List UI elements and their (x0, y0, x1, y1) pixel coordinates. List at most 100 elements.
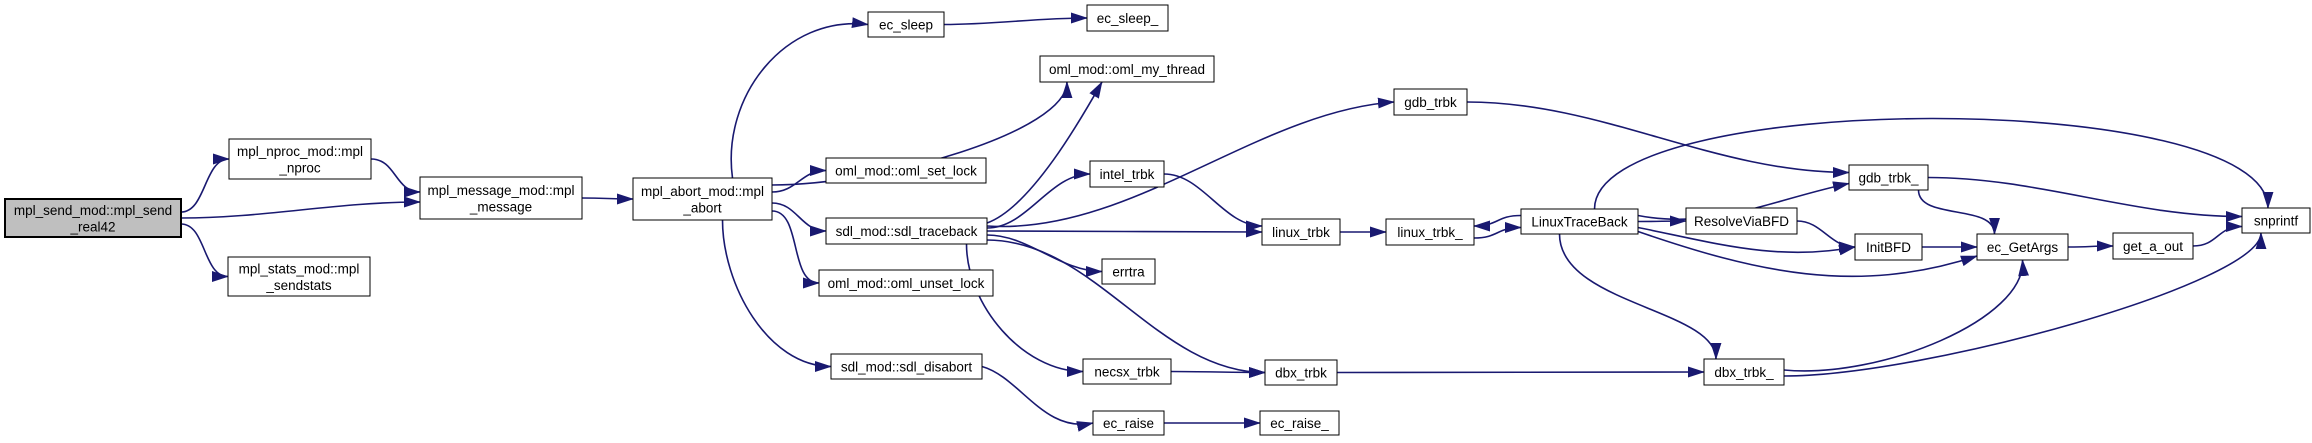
edge-ec_GetArgs-to-get_a_out (2067, 240, 2114, 252)
node-label-oml_my_thread-0: oml_mod::oml_my_thread (1049, 62, 1205, 77)
edge-mpl_abort-to-sdl_disabort (721, 219, 832, 372)
edge-mpl_abort-to-sdl_traceback (771, 202, 827, 237)
node-box-InitBFD[interactable] (1854, 233, 1923, 261)
node-label-dbx_trbk_-0: dbx_trbk_ (1714, 365, 1774, 380)
node-mpl_sendstats[interactable]: mpl_stats_mod::mpl_sendstats (227, 256, 371, 297)
node-oml_set_lock[interactable]: oml_mod::oml_set_lock (825, 157, 987, 184)
node-box-ec_sleep_[interactable] (1086, 4, 1169, 32)
edge-linux_trbk_-to-LinuxTraceBack (1473, 222, 1522, 239)
node-box-ec_raise[interactable] (1092, 410, 1165, 436)
node-box-mpl_nproc[interactable] (228, 138, 372, 180)
node-get_a_out[interactable]: get_a_out (2112, 232, 2194, 260)
node-box-dbx_trbk[interactable] (1264, 359, 1338, 386)
node-box-mpl_abort[interactable] (632, 177, 773, 221)
edge-sdl_traceback-to-gdb_trbk (986, 97, 1395, 228)
edge-sdl_traceback-to-intel_trbk (986, 168, 1091, 229)
node-label-sdl_traceback-0: sdl_mod::sdl_traceback (836, 224, 978, 239)
edge-LinuxTraceBack-to-InitBFD (1637, 226, 1856, 256)
node-label-LinuxTraceBack-0: LinuxTraceBack (1531, 214, 1628, 229)
node-mpl_abort[interactable]: mpl_abort_mod::mpl_abort (632, 177, 773, 221)
edge-sdl_traceback-to-necsx_trbk (965, 243, 1084, 377)
edge-sdl_disabort-to-ec_raise (981, 365, 1094, 432)
node-box-linux_trbk_[interactable] (1385, 218, 1475, 246)
node-LinuxTraceBack[interactable]: LinuxTraceBack (1520, 208, 1639, 235)
node-box-LinuxTraceBack[interactable] (1520, 208, 1639, 235)
node-dbx_trbk_[interactable]: dbx_trbk_ (1703, 358, 1785, 386)
edge-sdl_traceback-to-linux_trbk (986, 226, 1263, 238)
edge-gdb_trbk_-to-ec_GetArgs (1917, 189, 2000, 235)
node-errtra[interactable]: errtra (1101, 258, 1156, 285)
node-box-sdl_traceback[interactable] (825, 217, 988, 245)
edge-gdb_trbk_-to-snprintf (1927, 176, 2243, 222)
node-label-ec_raise-0: ec_raise (1103, 416, 1154, 431)
node-box-errtra[interactable] (1101, 258, 1156, 285)
node-gdb_trbk_[interactable]: gdb_trbk_ (1848, 164, 1929, 191)
node-box-ResolveViaBFD[interactable] (1685, 207, 1798, 235)
node-mpl_send_real42[interactable]: mpl_send_mod::mpl_send_real42 (4, 198, 182, 238)
node-box-sdl_disabort[interactable] (830, 353, 983, 380)
node-snprintf[interactable]: snprintf (2241, 207, 2311, 234)
node-sdl_traceback[interactable]: sdl_mod::sdl_traceback (825, 217, 988, 245)
node-label-ec_GetArgs-0: ec_GetArgs (1987, 240, 2059, 255)
node-ec_sleep_[interactable]: ec_sleep_ (1086, 4, 1169, 32)
nodes-layer: mpl_send_mod::mpl_send_real42 mpl_nproc_m… (4, 4, 2311, 436)
node-intel_trbk[interactable]: intel_trbk (1089, 160, 1165, 188)
node-label-linux_trbk_-0: linux_trbk_ (1397, 225, 1463, 240)
node-necsx_trbk[interactable]: necsx_trbk (1082, 358, 1172, 385)
node-label-ResolveViaBFD-0: ResolveViaBFD (1694, 214, 1789, 229)
node-box-mpl_message[interactable] (419, 176, 583, 220)
node-mpl_message[interactable]: mpl_message_mod::mpl_message (419, 176, 583, 220)
node-ec_raise[interactable]: ec_raise (1092, 410, 1165, 436)
node-linux_trbk_[interactable]: linux_trbk_ (1385, 218, 1475, 246)
node-ec_raise_[interactable]: ec_raise_ (1259, 410, 1340, 436)
edge-mpl_abort-to-oml_my_thread (771, 81, 1073, 186)
node-box-get_a_out[interactable] (2112, 232, 2194, 260)
node-label-snprintf-0: snprintf (2254, 213, 2299, 228)
edge-LinuxTraceBack-to-ResolveViaBFD (1637, 215, 1687, 227)
node-ResolveViaBFD[interactable]: ResolveViaBFD (1685, 207, 1798, 235)
edge-LinuxTraceBack-to-linux_trbk_ (1473, 214, 1522, 232)
node-label-mpl_send_real42-0: mpl_send_mod::mpl_send (14, 203, 172, 218)
node-mpl_nproc[interactable]: mpl_nproc_mod::mpl_nproc (228, 138, 372, 180)
edge-LinuxTraceBack-to-ec_GetArgs (1637, 230, 1978, 278)
node-box-ec_raise_[interactable] (1259, 410, 1340, 436)
edge-mpl_message-to-mpl_abort (581, 193, 634, 205)
node-label-oml_unset_lock-0: oml_mod::oml_unset_lock (828, 276, 985, 291)
node-InitBFD[interactable]: InitBFD (1854, 233, 1923, 261)
node-box-oml_unset_lock[interactable] (818, 269, 994, 297)
node-box-necsx_trbk[interactable] (1082, 358, 1172, 385)
node-label-dbx_trbk-0: dbx_trbk (1275, 365, 1327, 380)
node-label-intel_trbk-0: intel_trbk (1100, 167, 1155, 182)
node-box-oml_my_thread[interactable] (1039, 55, 1215, 83)
node-dbx_trbk[interactable]: dbx_trbk (1264, 359, 1338, 386)
node-box-intel_trbk[interactable] (1089, 160, 1165, 188)
node-box-dbx_trbk_[interactable] (1703, 358, 1785, 386)
edge-dbx_trbk_-to-ec_GetArgs (1783, 259, 2030, 372)
node-box-ec_sleep[interactable] (867, 11, 945, 38)
edge-get_a_out-to-snprintf (2192, 221, 2243, 247)
node-box-oml_set_lock[interactable] (825, 157, 987, 184)
edge-mpl_nproc-to-mpl_message (370, 158, 421, 198)
node-gdb_trbk[interactable]: gdb_trbk (1393, 88, 1468, 116)
node-ec_sleep[interactable]: ec_sleep (867, 11, 945, 38)
node-box-gdb_trbk[interactable] (1393, 88, 1468, 116)
edge-sdl_traceback-to-dbx_trbk (986, 239, 1266, 378)
node-label-linux_trbk-0: linux_trbk (1272, 225, 1330, 240)
node-box-gdb_trbk_[interactable] (1848, 164, 1929, 191)
node-box-mpl_send_real42[interactable] (4, 198, 182, 238)
node-label-ec_raise_-0: ec_raise_ (1270, 416, 1329, 431)
node-box-ec_GetArgs[interactable] (1976, 233, 2069, 261)
node-box-snprintf[interactable] (2241, 207, 2311, 234)
node-linux_trbk[interactable]: linux_trbk (1261, 218, 1341, 246)
node-oml_unset_lock[interactable]: oml_mod::oml_unset_lock (818, 269, 994, 297)
node-box-linux_trbk[interactable] (1261, 218, 1341, 246)
node-box-mpl_sendstats[interactable] (227, 256, 371, 297)
edge-sdl_traceback-to-oml_my_thread (986, 81, 1103, 224)
edge-gdb_trbk-to-gdb_trbk_ (1466, 101, 1850, 178)
node-ec_GetArgs[interactable]: ec_GetArgs (1976, 233, 2069, 261)
node-oml_my_thread[interactable]: oml_mod::oml_my_thread (1039, 55, 1215, 83)
node-label-ec_sleep_-0: ec_sleep_ (1097, 11, 1159, 26)
node-sdl_disabort[interactable]: sdl_mod::sdl_disabort (830, 353, 983, 380)
